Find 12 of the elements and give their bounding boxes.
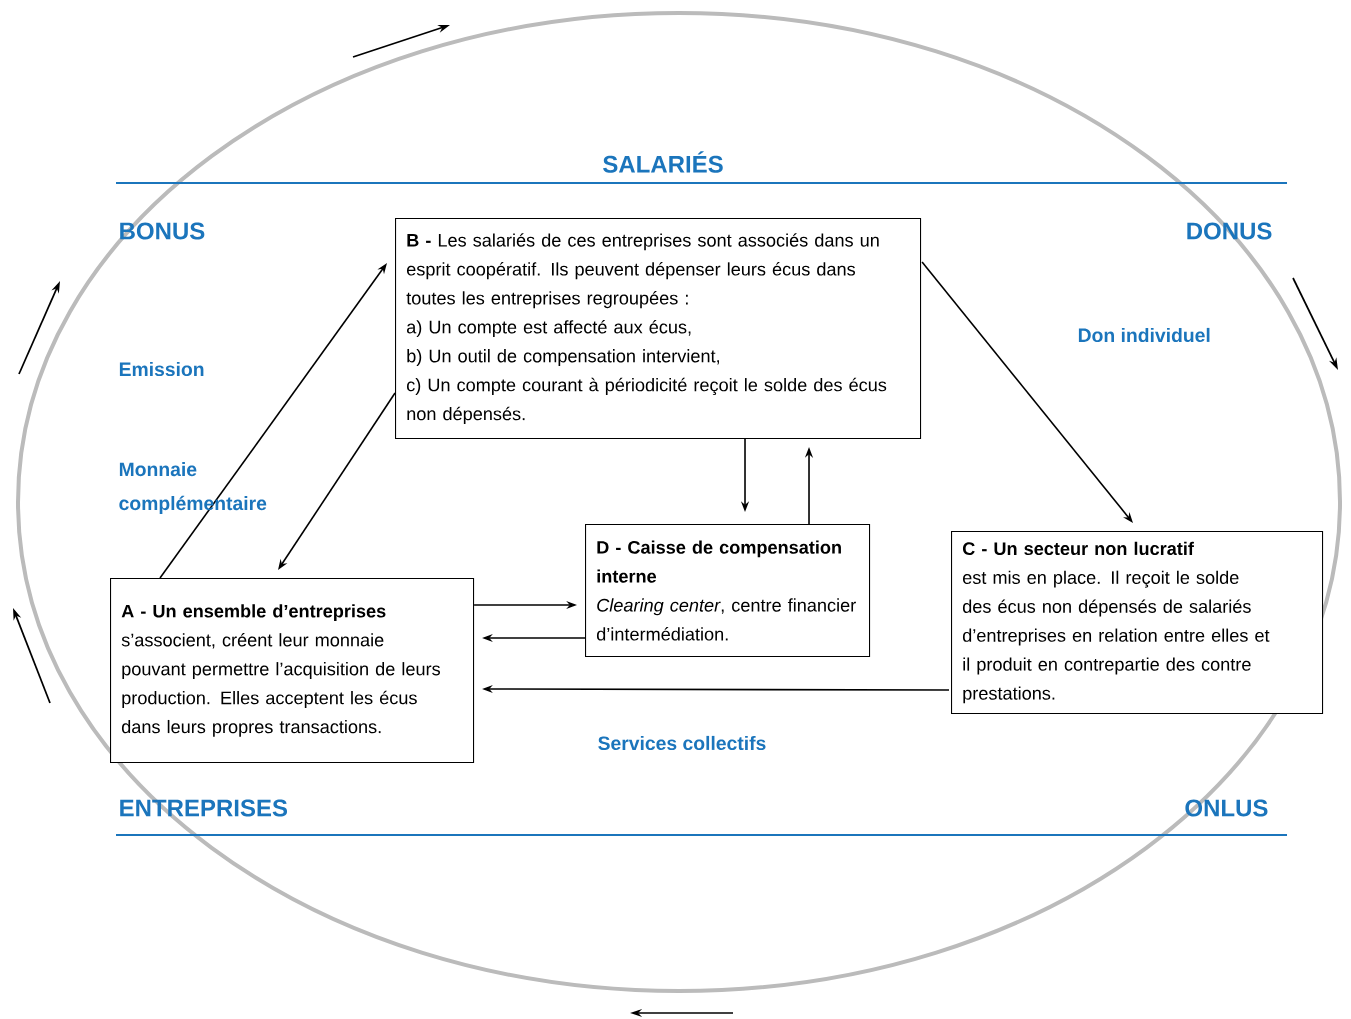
text-box: A - Un ensemble d’entreprises s’associent, créent leur monnaie pouvant permettre l’acquisition de leurs production. Elles acceptent les écus dans leurs propres transactions. bbox=[110, 578, 475, 764]
section-heading: SALARIÉS bbox=[603, 151, 723, 173]
flow-label: Don individuel bbox=[1078, 327, 1210, 343]
section-heading: ONLUS bbox=[1185, 799, 1268, 817]
section-heading: BONUS bbox=[120, 222, 205, 240]
text-box: B - Les salariés de ces entreprises sont associés dans un esprit coopératif. Ils peuvent dépenser leurs écus dans toutes les entreprises regroupées : a) Un compte est affecté aux écus, b) Un outil de compensation intervient, c) Un compte courant à périodicité reçoit le solde des écus non dépensés. bbox=[395, 218, 922, 440]
flow-label: Services collectifs bbox=[598, 735, 766, 751]
text-box: D - Caisse de compensation interne Clearing center, centre financier d’intermédiation. bbox=[585, 524, 871, 658]
section-heading: ENTREPRISES bbox=[120, 799, 288, 817]
section-heading: DONUS bbox=[1187, 222, 1272, 240]
text-box: C - Un secteur non lucratif est mis en place. Il reçoit le solde des écus non dépensés de salariés d’entreprises en relation entre elles et il produit en contrepartie des contre prestations. bbox=[951, 531, 1324, 715]
flow-label: Emission bbox=[119, 361, 204, 377]
